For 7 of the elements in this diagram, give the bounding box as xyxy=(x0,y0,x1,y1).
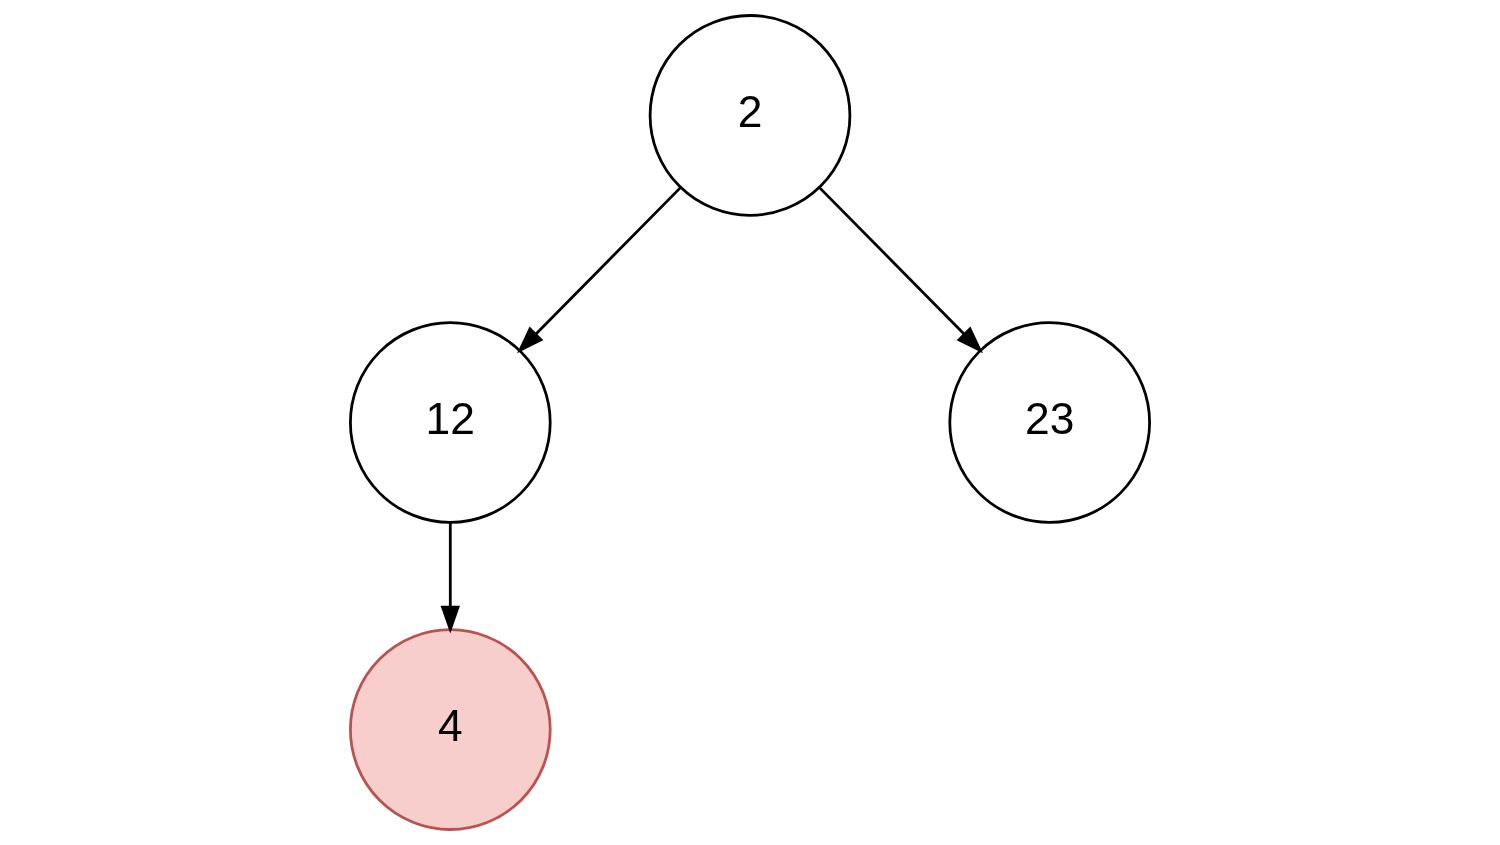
node-circle: 4 xyxy=(349,628,552,831)
node-circle: 2 xyxy=(648,14,852,217)
node-circle: 23 xyxy=(948,321,1151,524)
node-circle: 12 xyxy=(349,321,552,524)
arrow xyxy=(440,522,461,634)
arrow xyxy=(818,186,983,354)
arrow xyxy=(517,186,682,354)
